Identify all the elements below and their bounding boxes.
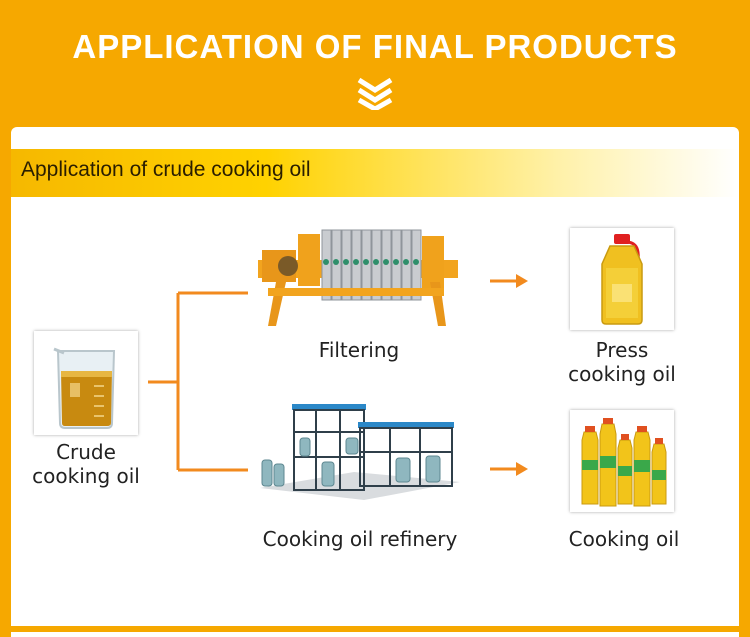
refinery-plant-illustration (260, 404, 460, 500)
chevron-down-icon (357, 77, 393, 110)
section-band (11, 149, 739, 197)
cooking-oil-label: Cooking oil (568, 527, 680, 551)
crude-label-line1: Crude (56, 440, 116, 464)
filter-press-illustration (258, 229, 458, 326)
press-label-line2: cooking oil (568, 362, 676, 386)
arrow-right-icon (490, 274, 528, 288)
oil-jug-icon (601, 234, 643, 325)
crude-label-line2: cooking oil (32, 464, 140, 488)
page-title: APPLICATION OF FINAL PRODUCTS (72, 28, 678, 65)
filtering-label: Filtering (318, 338, 400, 362)
arrow-right-icon (490, 462, 528, 476)
refinery-label: Cooking oil refinery (262, 527, 458, 551)
section-title: Application of crude cooking oil (21, 158, 311, 181)
beaker-icon (53, 347, 116, 429)
press-label-line1: Press (595, 338, 649, 362)
bottom-strip (0, 626, 750, 632)
oil-bottles-icon (581, 418, 667, 507)
